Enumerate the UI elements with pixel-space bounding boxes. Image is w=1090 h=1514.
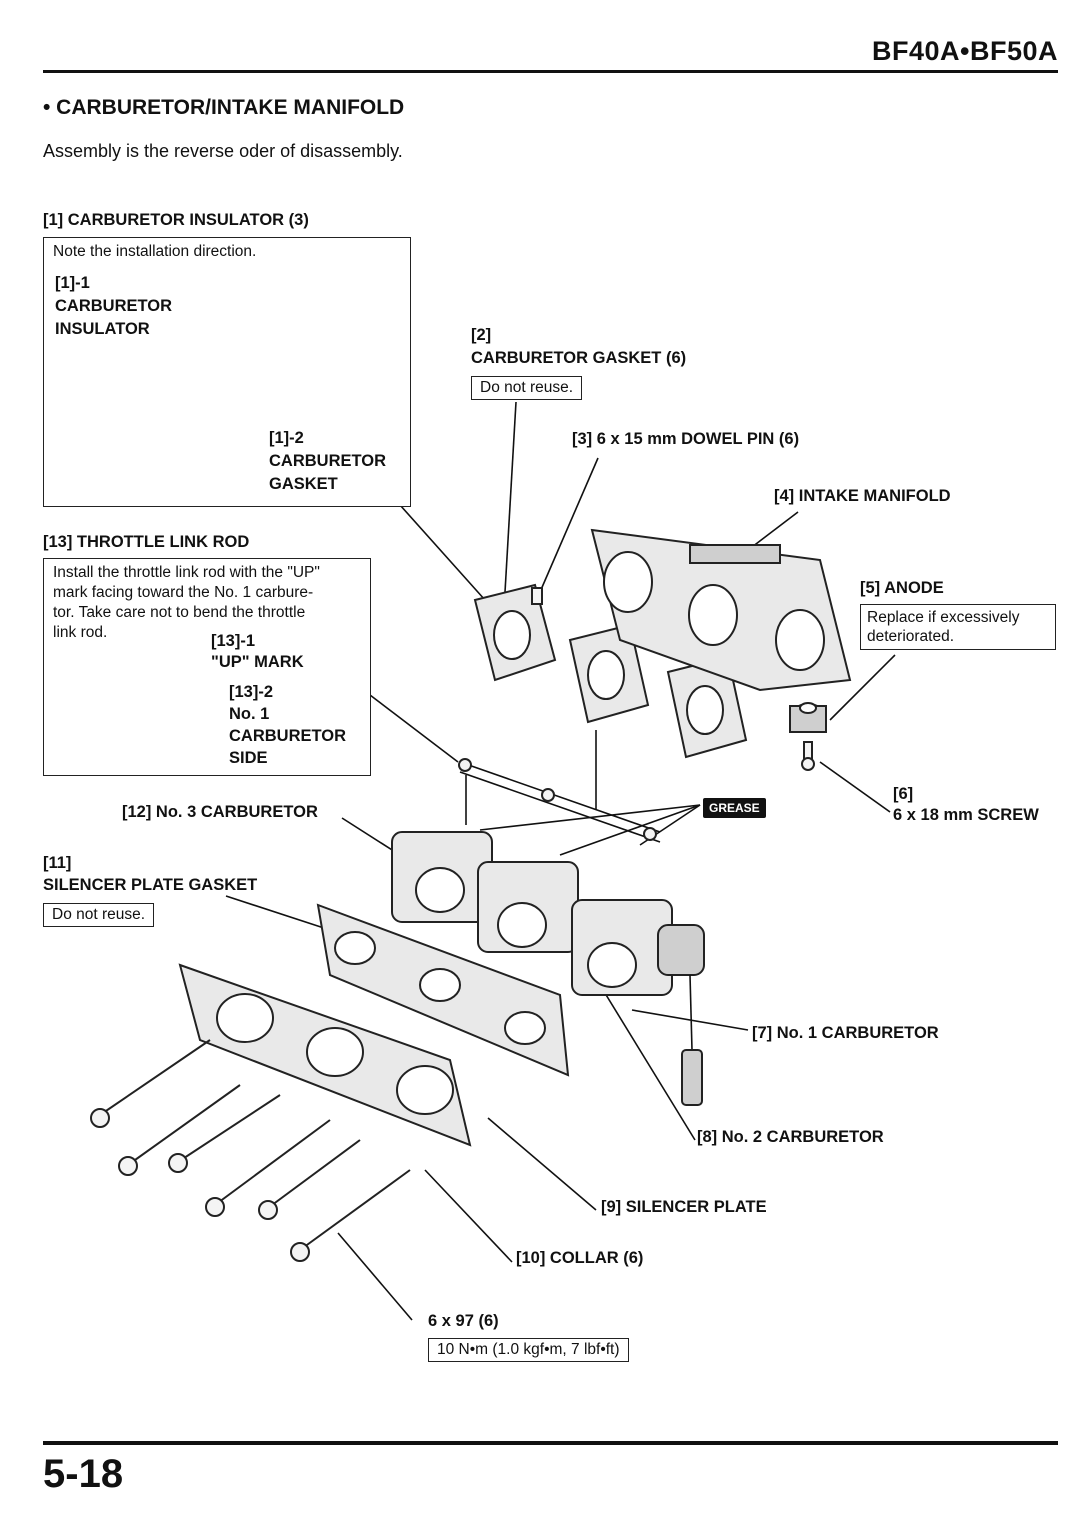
- callout-13-1-label: "UP" MARK: [211, 653, 304, 671]
- callout-1-2-line1: CARBURETOR: [269, 452, 387, 470]
- callout-1-note: Note the installation direction.: [53, 243, 257, 260]
- callout-9-title: [9] SILENCER PLATE: [601, 1198, 767, 1216]
- callout-5-note-box: Replace if excessively deteriorated.: [860, 604, 1056, 650]
- throttle-link-art: [458, 730, 661, 843]
- callout-3-title: [3] 6 x 15 mm DOWEL PIN (6): [572, 430, 800, 448]
- callout-2-num: [2]: [471, 326, 492, 344]
- bolts-art: [90, 1039, 411, 1262]
- callout-1-title: [1] CARBURETOR INSULATOR (3): [43, 211, 309, 229]
- bolt-torque-spec: 10 N•m (1.0 kgf•m, 7 lbf•ft): [428, 1338, 629, 1362]
- callout-1-1-line2: INSULATOR: [55, 320, 150, 338]
- callout-6-title: 6 x 18 mm SCREW: [893, 806, 1039, 824]
- callout-1-2-line2: GASKET: [269, 475, 338, 493]
- callout-5-title: [5] ANODE: [860, 579, 944, 597]
- callout-13-title: [13] THROTTLE LINK ROD: [43, 533, 250, 551]
- callout-13-2-line3: SIDE: [229, 749, 268, 767]
- carburetors-art: [391, 831, 705, 1106]
- callout-1-1-num: [1]-1: [55, 274, 90, 292]
- section-title: • CARBURETOR/INTAKE MANIFOLD: [43, 96, 405, 119]
- callout-13-2-num: [13]-2: [229, 683, 274, 701]
- callout-5-note-line2: deteriorated.: [867, 628, 955, 645]
- callout-11-title: SILENCER PLATE GASKET: [43, 876, 258, 894]
- callout-13-note-line1: Install the throttle link rod with the "…: [53, 564, 320, 581]
- silencer-gasket-art: [316, 903, 570, 1077]
- callout-10-title: [10] COLLAR (6): [516, 1249, 644, 1267]
- header-rule: [43, 70, 1058, 73]
- silencer-plate-art: [178, 963, 472, 1147]
- grease-symbol: GREASE: [703, 798, 766, 818]
- inset-link-rod-box: [43, 558, 371, 776]
- callout-13-note-line2: mark facing toward the No. 1 carbure-: [53, 584, 314, 601]
- anode-art: [789, 702, 827, 771]
- page-number: 5-18: [43, 1452, 124, 1496]
- callout-13-2-line2: CARBURETOR: [229, 727, 347, 745]
- inset-insulator-box: [43, 237, 411, 507]
- callout-2-title: CARBURETOR GASKET (6): [471, 349, 687, 367]
- manual-model-header: BF40A•BF50A: [872, 36, 1058, 66]
- callout-8-title: [8] No. 2 CARBURETOR: [697, 1128, 884, 1146]
- callout-13-note-line3: tor. Take care not to bend the throttle: [53, 604, 306, 621]
- callout-11-num: [11]: [43, 854, 72, 872]
- callout-7-title: [7] No. 1 CARBURETOR: [752, 1024, 939, 1042]
- callout-13-2-line1: No. 1: [229, 705, 270, 723]
- intake-manifold-art: [590, 528, 852, 692]
- bolt-spec-title: 6 x 97 (6): [428, 1312, 499, 1330]
- callout-13-note-line4: link rod.: [53, 624, 108, 641]
- callout-5-note-line1: Replace if excessively: [867, 609, 1020, 626]
- callout-13-1-num: [13]-1: [211, 632, 256, 650]
- callout-4-title: [4] INTAKE MANIFOLD: [774, 487, 951, 505]
- footer-rule: [43, 1441, 1058, 1445]
- callout-1-1-line1: CARBURETOR: [55, 297, 173, 315]
- intro-text: Assembly is the reverse oder of disassem…: [43, 141, 403, 161]
- callout-2-note: Do not reuse.: [471, 376, 583, 400]
- callout-6-num: [6]: [893, 785, 914, 803]
- callout-1-2-num: [1]-2: [269, 429, 304, 447]
- callout-12-title: [12] No. 3 CARBURETOR: [122, 803, 318, 821]
- callout-11-note: Do not reuse.: [43, 903, 155, 927]
